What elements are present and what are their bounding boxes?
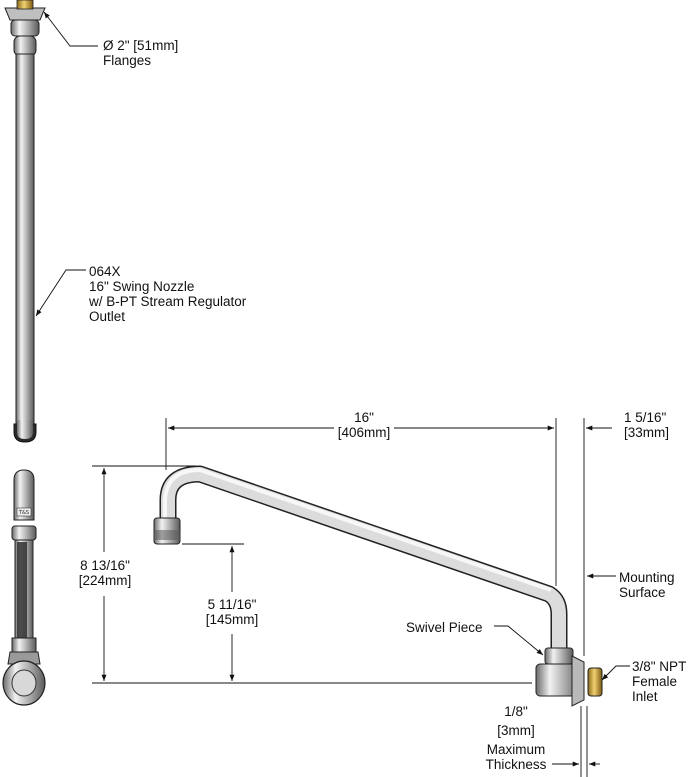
flange-name-text: Flanges (103, 53, 152, 68)
length-inches: 16" (354, 410, 374, 425)
nozzle-desc-line-3: Outlet (89, 309, 126, 324)
offset-dimension: 1 5/16" [33mm] (624, 410, 669, 440)
inlet-line-3: Inlet (632, 689, 658, 704)
flange-diameter-text: Ø 2" [51mm] (103, 38, 179, 53)
thickness-label-1: Maximum (486, 742, 546, 757)
mounting-callout: Mounting Surface (619, 570, 675, 600)
svg-text:T&S: T&S (18, 510, 29, 516)
thickness-dimension: 1/8" [3mm] Maximum Thickness (478, 704, 554, 772)
leader-lines (35, 11, 630, 681)
top-view-nozzle (4, 0, 46, 443)
nozzle-desc-line-2: w/ B-PT Stream Regulator (89, 294, 247, 309)
nozzle-desc-line-1: 16" Swing Nozzle (89, 279, 195, 294)
mounting-line-2: Surface (619, 585, 666, 600)
flange-callout: Ø 2" [51mm] Flanges (103, 38, 178, 68)
mounting-line-1: Mounting (619, 570, 675, 585)
nozzle-callout: 064X 16" Swing Nozzle w/ B-PT Stream Reg… (89, 264, 246, 324)
outlet-dimension: 5 11/16" [145mm] (196, 597, 268, 627)
thickness-label-2: Thickness (485, 757, 547, 772)
inlet-line-2: Female (632, 674, 678, 689)
outlet-inches: 5 11/16" (207, 597, 257, 612)
dimension-lines (92, 418, 616, 777)
offset-inches: 1 5/16" (624, 410, 667, 425)
side-view-nozzle (153, 465, 603, 707)
thickness-mm: [3mm] (497, 723, 535, 738)
outlet-mm: [145mm] (205, 612, 259, 627)
inlet-callout: 3/8" NPT Female Inlet (632, 659, 686, 704)
height-dimension: 8 13/16" [224mm] (70, 558, 140, 588)
thickness-inches: 1/8" (504, 704, 528, 719)
length-mm: [406mm] (337, 425, 391, 440)
height-mm: [224mm] (78, 573, 132, 588)
length-dimension: 16" [406mm] (334, 410, 394, 440)
swivel-callout: Swivel Piece (406, 620, 483, 635)
model-number-text: 064X (89, 264, 121, 279)
inlet-line-1: 3/8" NPT (632, 659, 687, 674)
height-inches: 8 13/16" (80, 558, 130, 573)
offset-mm: [33mm] (624, 425, 670, 440)
front-view-nozzle: T&S (2, 469, 46, 706)
